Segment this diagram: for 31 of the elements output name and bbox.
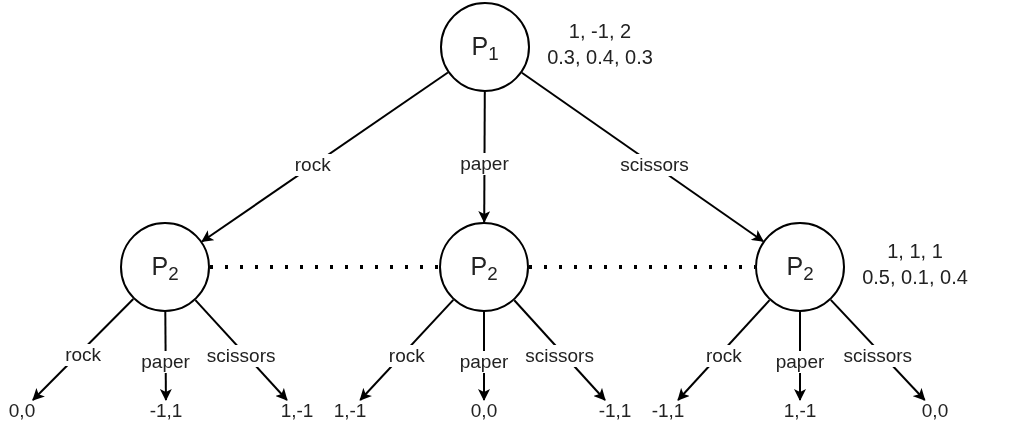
probability-text: 0.3, 0.4, 0.3: [547, 45, 653, 70]
payoff-label: 1,-1: [778, 400, 822, 422]
player-node: P$_{2}$: [755, 222, 845, 312]
payoff-label: -1,1: [646, 400, 690, 422]
edge-label: scissors: [205, 345, 277, 368]
arrow: [520, 71, 765, 243]
edge-label: paper: [774, 351, 826, 373]
payoff-label: 0,0: [462, 400, 506, 422]
probability-text: 0.5, 0.1, 0.4: [862, 265, 968, 290]
payoff-label: -1,1: [593, 400, 637, 422]
player-node: P$_{2}$: [439, 222, 529, 312]
payoff-label: 1,-1: [328, 400, 372, 422]
edge-label: rock: [387, 344, 426, 367]
payoff-label: 1,-1: [275, 400, 319, 422]
edge-label: paper: [140, 351, 191, 373]
probability-text: 1, -1, 2: [568, 19, 632, 44]
player-node: P$_{2}$: [120, 222, 210, 312]
edge-label: scissors: [842, 344, 914, 367]
edge-label: paper: [459, 152, 510, 175]
player-node: P$_{1}$: [440, 2, 530, 92]
probability-text: 1, 1, 1: [887, 239, 943, 264]
edge-label: scissors: [524, 345, 595, 368]
edge-label: scissors: [619, 154, 690, 177]
edge-label: paper: [458, 351, 510, 373]
payoff-label: -1,1: [144, 400, 188, 422]
payoff-label: 0,0: [913, 400, 957, 422]
edge-label: rock: [64, 344, 103, 367]
edge-label: rock: [704, 345, 743, 368]
payoff-label: 0,0: [0, 400, 44, 422]
edge-label: rock: [293, 154, 332, 177]
arrow: [201, 71, 449, 243]
